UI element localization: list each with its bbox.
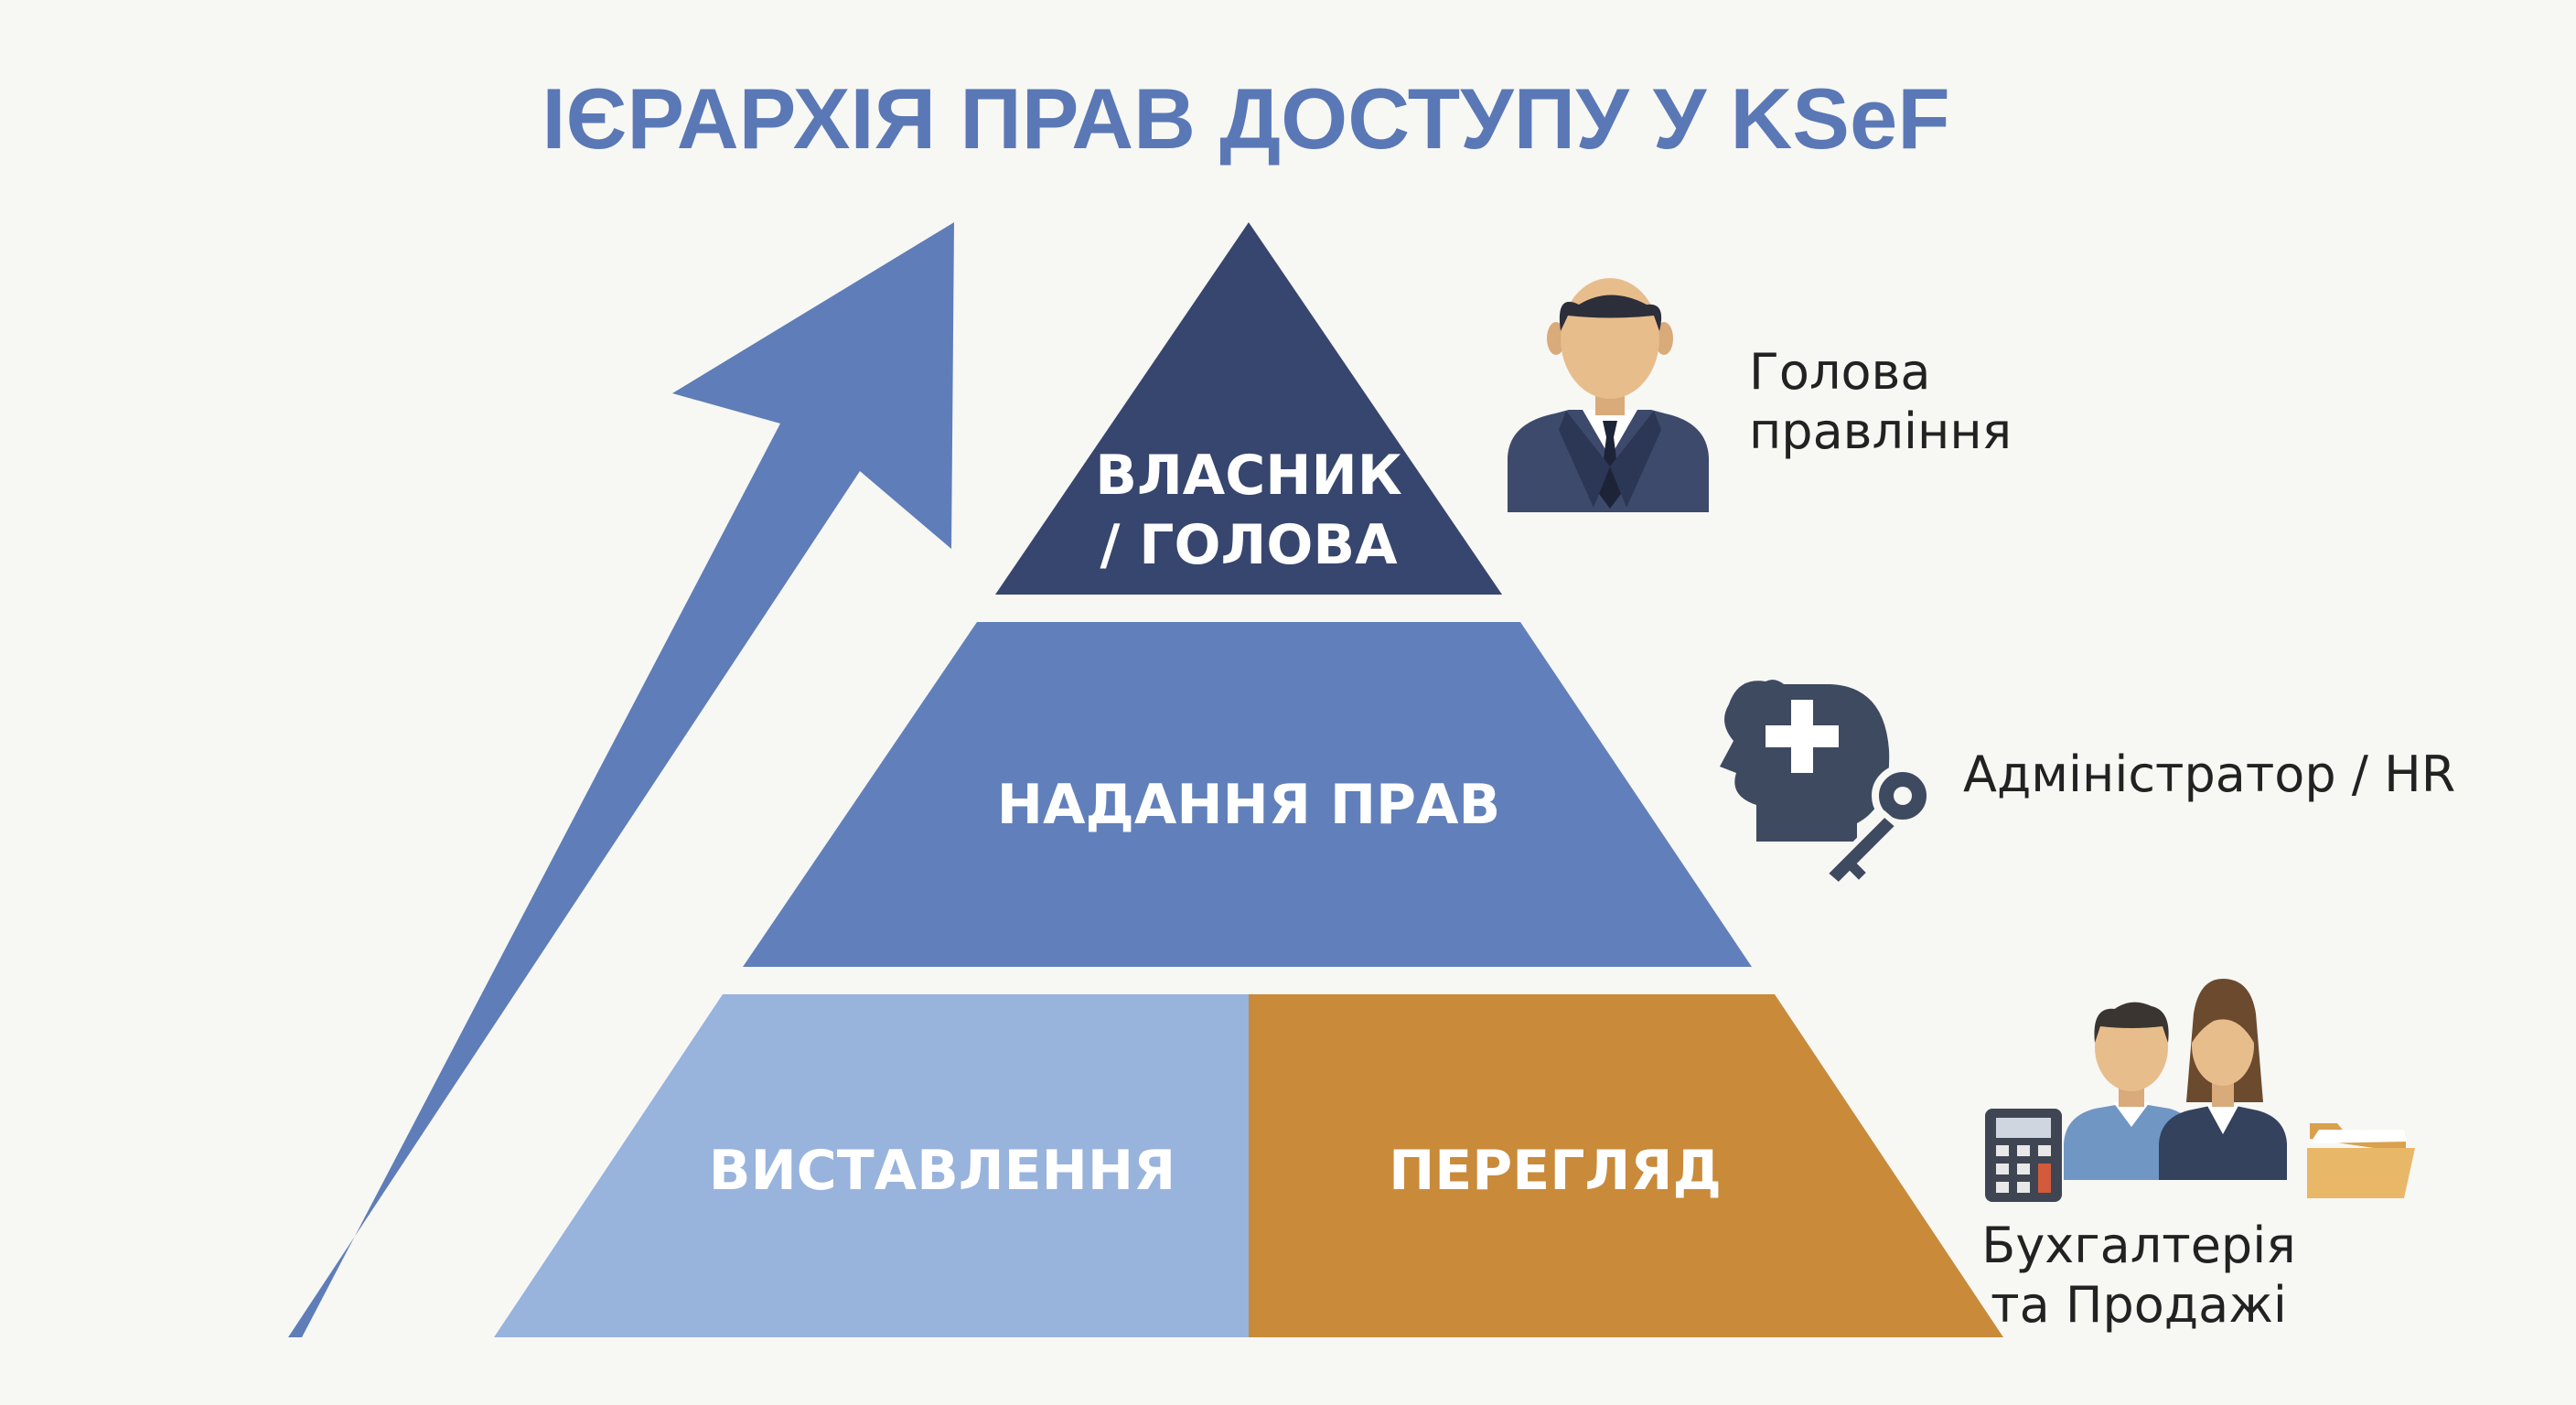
tier-bottom-right-label: ПЕРЕГЛЯД — [1389, 1139, 1722, 1203]
tier-top-owner — [995, 222, 1502, 595]
tier-bottom-issuing — [494, 994, 1249, 1337]
businessman-icon — [1508, 278, 1709, 512]
tier-middle-grant-rights — [743, 622, 1752, 967]
tier-bottom-left-label: ВИСТАВЛЕННЯ — [709, 1139, 1176, 1203]
tier-middle-label: НАДАННЯ ПРАВ — [997, 773, 1500, 837]
tier-bottom-viewing — [1249, 994, 2003, 1337]
tier-top-label-line2: / ГОЛОВА — [1100, 513, 1398, 577]
role-accounting-line2: та Продажі — [1991, 1276, 2287, 1334]
folder-icon — [2307, 1123, 2415, 1198]
role-board-line2: правління — [1749, 402, 2012, 460]
saleswoman-icon — [2159, 979, 2287, 1180]
accountant-icon — [2064, 1002, 2197, 1180]
growth-arrow — [288, 222, 954, 1337]
role-admin-label: Адміністратор / HR — [1963, 745, 2455, 803]
accounting-sales-icons — [1985, 979, 2415, 1202]
tier-top-label-line1: ВЛАСНИК — [1095, 444, 1402, 508]
role-accounting-line1: Бухгалтерія — [1981, 1217, 2295, 1274]
calculator-icon — [1985, 1109, 2062, 1202]
diagram-title: ІЄРАРХІЯ ПРАВ ДОСТУПУ У KSeF — [542, 70, 1949, 166]
head-key-icon — [1720, 680, 1934, 890]
role-board-line1: Голова — [1749, 343, 1930, 401]
